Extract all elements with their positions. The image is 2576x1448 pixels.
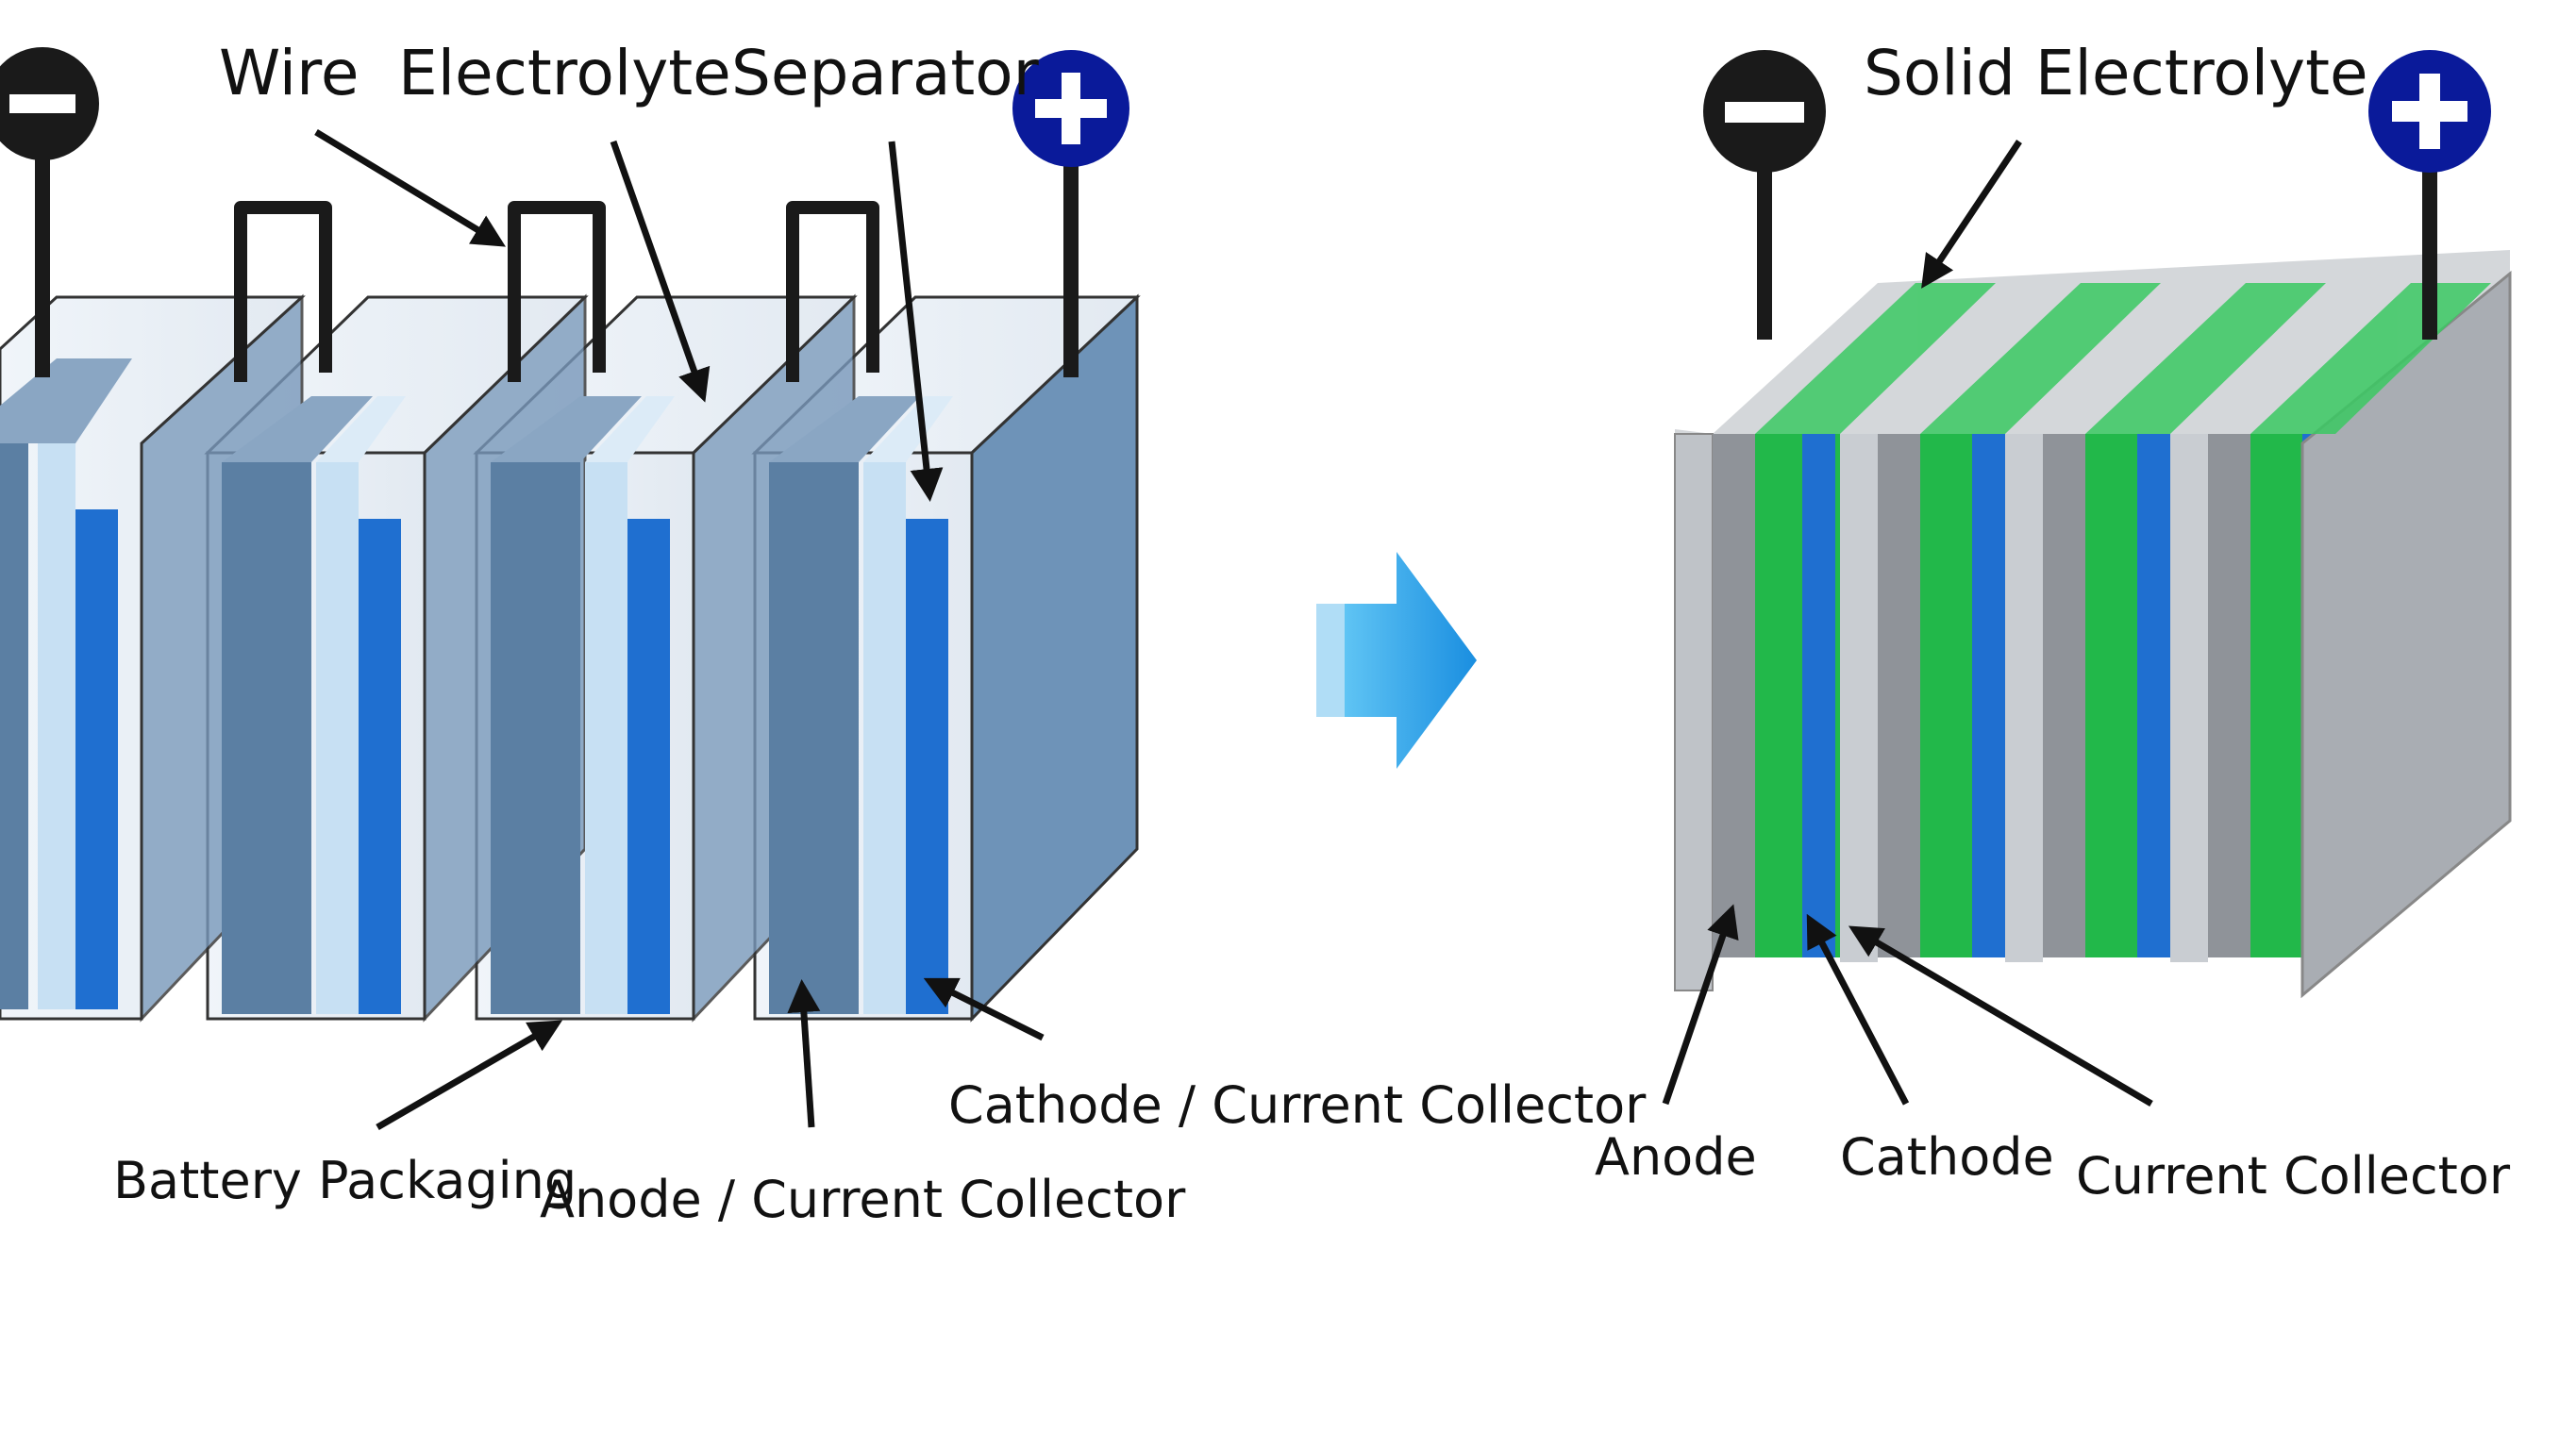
plus-circle-icon	[2368, 50, 2491, 173]
current-collector-label: Current Collector	[2076, 1146, 2511, 1206]
plus-circle-icon	[1012, 50, 1129, 167]
battery-packaging-label: Battery Packaging	[113, 1151, 577, 1210]
cell-3-electrodes	[491, 396, 675, 1014]
wire-label: Wire	[219, 37, 359, 109]
cell-2-electrodes	[222, 396, 406, 1014]
anode-label: Anode	[1595, 1127, 1757, 1187]
cell-wires	[234, 201, 879, 382]
conventional-battery: Wire Electrolyte Separator Battery Packa…	[0, 37, 1647, 1229]
callout-arrows-left	[314, 129, 1045, 1131]
cell-1-electrodes	[0, 358, 132, 1009]
anode-current-collector-label: Anode / Current Collector	[540, 1170, 1186, 1229]
cathode-current-collector-label: Cathode / Current Collector	[948, 1075, 1647, 1135]
callout-arrows-right	[1662, 140, 2153, 1107]
solid-layer-stack	[1674, 270, 2512, 999]
minus-circle-icon	[1703, 50, 1826, 173]
minus-circle-icon	[0, 47, 99, 160]
solid-state-battery: Solid Electrolyte Anode Cathode Current …	[1595, 37, 2512, 1206]
layer-tops	[1755, 283, 2491, 434]
cathode-label: Cathode	[1840, 1127, 2054, 1187]
electrolyte-label: Electrolyte	[398, 37, 731, 109]
cell-4-electrodes	[769, 396, 953, 1014]
separator-label: Separator	[731, 37, 1040, 109]
arrow-right-icon	[1316, 552, 1477, 769]
solid-electrolyte-label: Solid Electrolyte	[1864, 37, 2368, 109]
